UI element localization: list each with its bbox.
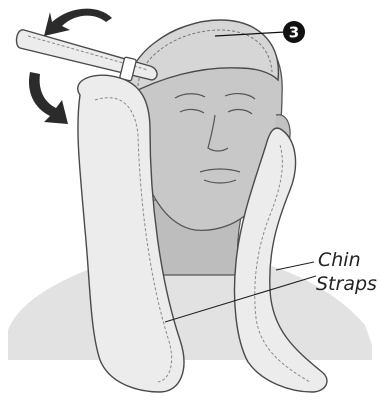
curved-arrow-up-icon: [44, 9, 112, 36]
callout-leader-upper: [276, 262, 314, 270]
curved-arrow-down-icon: [29, 72, 68, 124]
callout-label-line-2: Straps: [316, 273, 377, 295]
strap-flap: [17, 30, 158, 80]
step-number-badge: 3: [283, 21, 305, 43]
callout-label-line-1: Chin: [318, 249, 361, 271]
step-number: 3: [289, 24, 299, 42]
